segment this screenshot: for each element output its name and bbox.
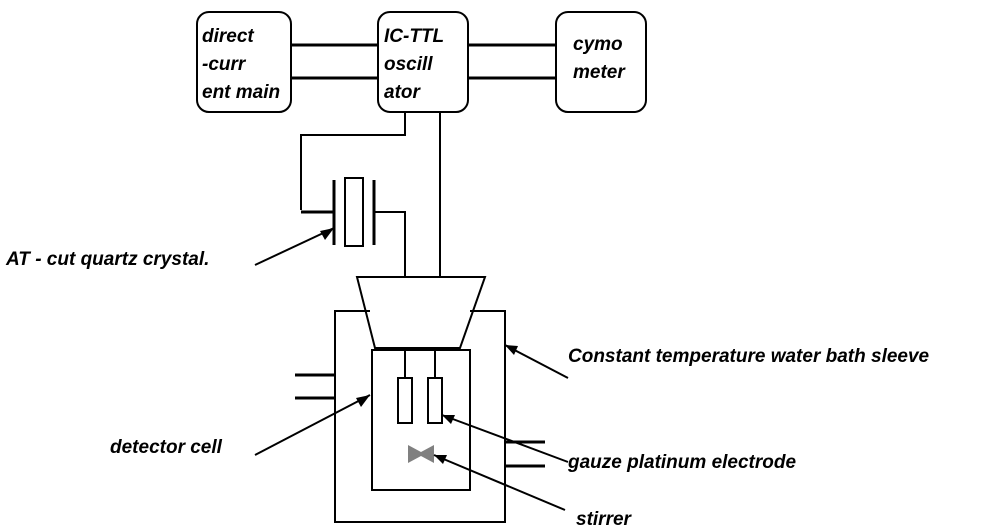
- oscillator-leads: [300, 112, 441, 277]
- oscillator-line-3: ator: [384, 82, 422, 103]
- electrode-label: gauze platinum electrode: [567, 452, 796, 473]
- oscillator-box: IC-TTL oscill ator: [377, 11, 469, 113]
- crystal-label: AT - cut quartz crystal.: [5, 249, 209, 270]
- dc-main-line-3: ent main: [202, 82, 280, 103]
- water-bath-sleeve: [295, 310, 545, 523]
- stirrer-icon: [408, 445, 434, 463]
- box-connections: [291, 43, 556, 80]
- stirrer-label: stirrer: [576, 509, 633, 530]
- dc-main-line-2: -curr: [202, 54, 247, 75]
- water-bath-label: Constant temperature water bath sleeve: [568, 346, 930, 367]
- funnel-cap: [355, 276, 487, 349]
- oscillator-line-1: IC-TTL: [384, 26, 444, 47]
- cymometer-box: cymo meter: [555, 11, 647, 113]
- detector-cell: [371, 349, 471, 491]
- callout-arrows: [254, 227, 569, 511]
- platinum-electrodes: [397, 350, 443, 424]
- detector-cell-label: detector cell: [110, 437, 223, 458]
- dc-main-line-1: direct: [202, 26, 254, 47]
- cymometer-line-1: cymo: [573, 34, 623, 55]
- quartz-crystal: [301, 177, 406, 277]
- cymometer-line-2: meter: [573, 62, 626, 83]
- dc-main-box: direct -curr ent main: [196, 11, 292, 113]
- oscillator-line-2: oscill: [384, 54, 433, 75]
